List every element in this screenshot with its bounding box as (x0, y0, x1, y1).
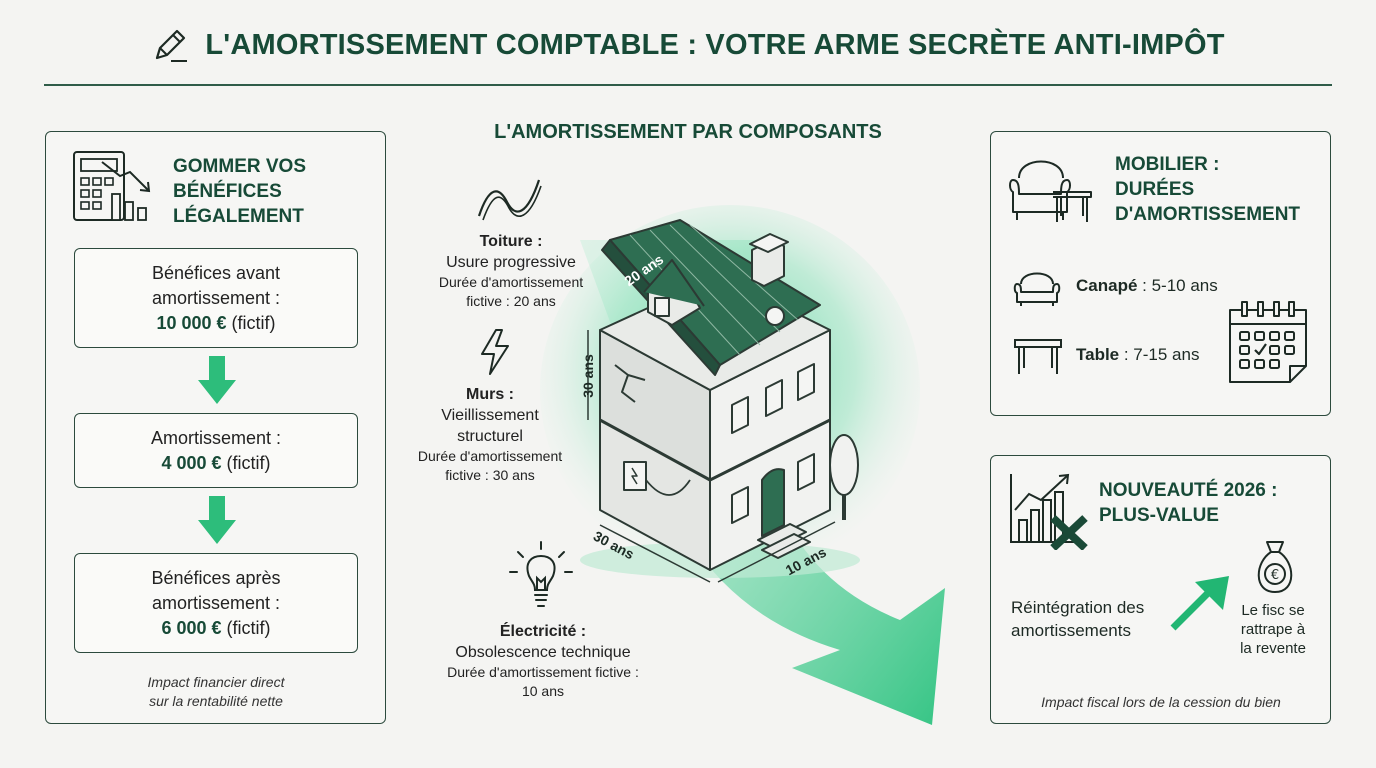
lightbulb-icon (509, 541, 573, 607)
nouveaute-note: Impact fiscal lors de la cession du bien (1041, 694, 1281, 710)
table-icon (1014, 339, 1062, 374)
nouveaute-heading: NOUVEAUTÉ 2026 : PLUS-VALUE (1099, 480, 1278, 526)
armchair-table-icon (1009, 160, 1092, 222)
nouveaute-panel: NOUVEAUTÉ 2026 : PLUS-VALUE Réintégratio… (990, 455, 1331, 724)
sofa-icon (1013, 272, 1061, 306)
calculator-chart-icon (73, 151, 151, 221)
page-title: L'AMORTISSEMENT COMPTABLE : VOTRE ARME S… (205, 28, 1225, 61)
svg-text:€: € (1271, 568, 1279, 583)
calendar-icon (1229, 301, 1307, 383)
depreciation-value: 4 000 € (161, 453, 222, 473)
wave-icon (477, 179, 542, 221)
benefits-note: Impact financier direct sur la rentabili… (147, 674, 285, 709)
arrow-down-icon (198, 356, 236, 404)
pencil-icon (156, 29, 188, 62)
house (599, 219, 831, 571)
lightning-icon (481, 329, 509, 375)
table-item: Table : 7-15 ans (1076, 345, 1200, 364)
sofa-item: Canapé : 5-10 ans (1076, 276, 1218, 295)
benefits-heading: GOMMER VOS BÉNÉFICES LÉGALEMENT (173, 156, 307, 227)
money-bag-icon: € (1257, 541, 1293, 593)
fisc-text: Le fisc se rattrape à la revente (1240, 602, 1306, 657)
electricite-text: Électricité : Obsolescence technique Dur… (447, 623, 639, 699)
components-heading: L'AMORTISSEMENT PAR COMPOSANTS (494, 121, 882, 143)
toiture-text: Toiture : Usure progressive Durée d'amor… (438, 233, 584, 309)
chart-cross-icon (1010, 473, 1088, 550)
arrow-down-icon (198, 496, 236, 544)
house-illustration (540, 205, 945, 725)
murs-text: Murs : Vieillissement structurel Durée d… (417, 386, 563, 483)
benefits-panel: GOMMER VOS BÉNÉFICES LÉGALEMENT Bénéfice… (45, 131, 386, 724)
depreciation-box: Amortissement : 4 000 € (fictif) (74, 413, 358, 488)
page-header: L'AMORTISSEMENT COMPTABLE : VOTRE ARME S… (0, 26, 1376, 64)
profit-before-value: 10 000 € (156, 313, 227, 333)
tree-icon (829, 434, 859, 520)
up-arrow-icon (1170, 576, 1229, 631)
mobilier-panel: MOBILIER : DURÉES D'AMORTISSEMENT Canapé… (990, 131, 1331, 416)
title-divider (44, 84, 1332, 86)
reintegration-text: Réintégration des amortissements (1011, 598, 1145, 640)
profit-after-value: 6 000 € (161, 618, 222, 638)
mobilier-heading: MOBILIER : DURÉES D'AMORTISSEMENT (1115, 154, 1301, 225)
profit-after-box: Bénéfices après amortissement : 6 000 € … (74, 553, 358, 653)
profit-before-box: Bénéfices avant amortissement : 10 000 €… (74, 248, 358, 348)
